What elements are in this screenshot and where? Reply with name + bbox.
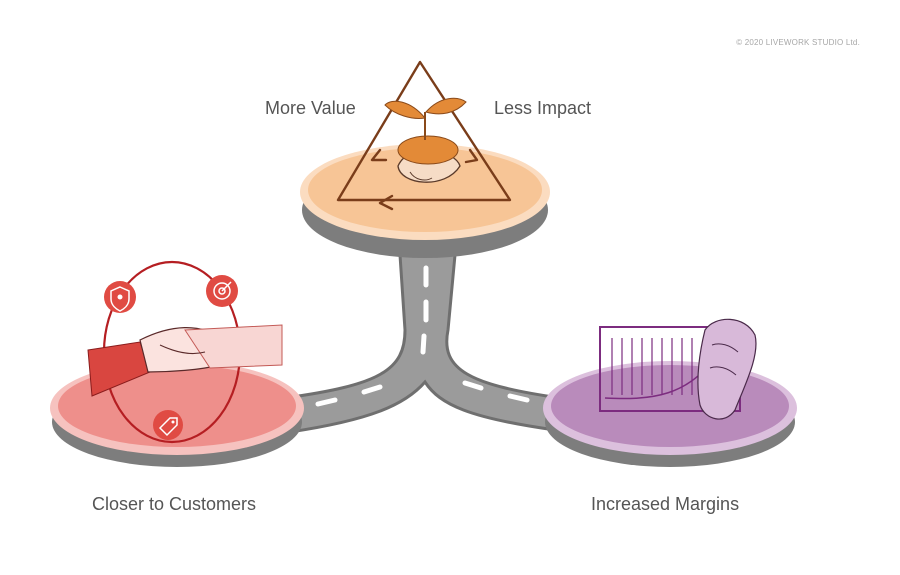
seedling-hands-icon <box>384 97 467 183</box>
label-closer-to-customers: Closer to Customers <box>92 494 257 514</box>
shield-person-icon <box>104 281 136 313</box>
handshake-icon <box>87 324 283 397</box>
target-icon <box>206 275 238 307</box>
road <box>283 253 562 434</box>
right-platform <box>543 361 797 467</box>
top-platform <box>300 144 550 258</box>
label-more-value: More Value <box>265 98 356 118</box>
label-less-impact: Less Impact <box>494 98 592 118</box>
label-increased-margins: Increased Margins <box>591 494 740 514</box>
cycle-triangle <box>336 60 512 211</box>
road-markings <box>315 265 530 407</box>
chart-hand-icon <box>599 318 757 420</box>
copyright-notice: © 2020 LIVEWORK STUDIO Ltd. <box>736 38 860 47</box>
price-tag-icon <box>153 410 183 440</box>
